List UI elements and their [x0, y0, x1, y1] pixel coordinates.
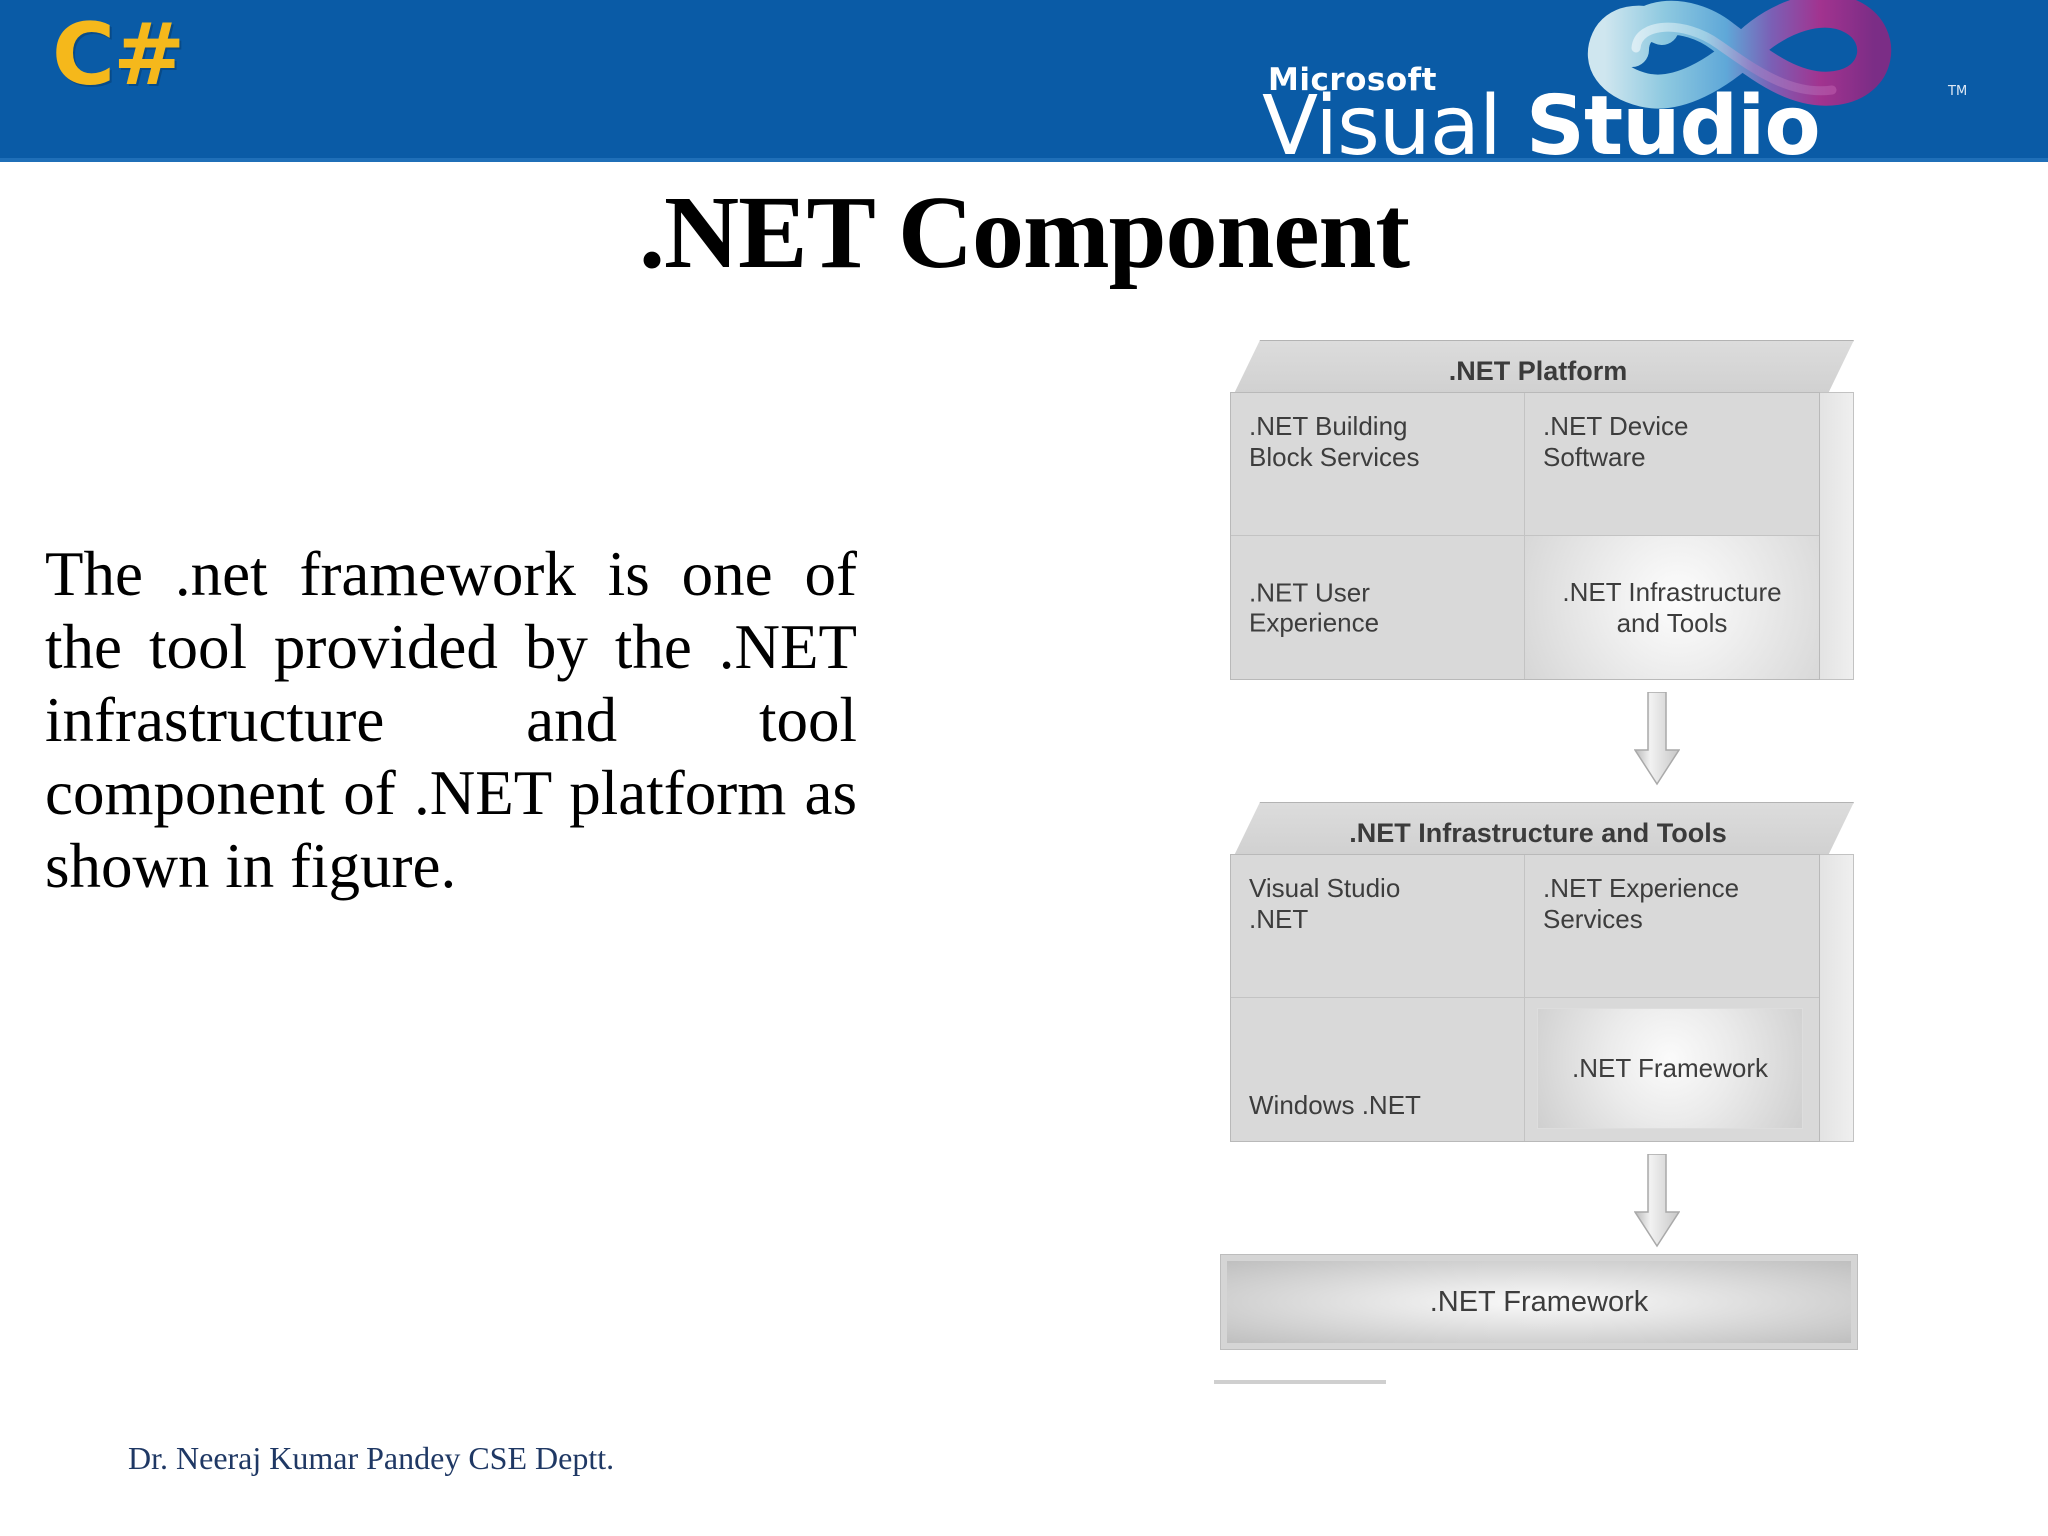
- diagram-box-net-infrastructure-and-tools: .NET Infrastructure and Tools Visual Stu…: [1230, 802, 1854, 1152]
- cell-net-framework-inset: .NET Framework: [1525, 998, 1819, 1141]
- header-band: C#: [0, 0, 2048, 162]
- arrow-platform-to-infrastructure: [1634, 692, 1680, 786]
- cell-visual-studio-net: Visual Studio.NET: [1231, 855, 1525, 998]
- csharp-logo: C#: [52, 5, 185, 105]
- visual-studio-logo: Microsoft Visual Studio TM: [1248, 0, 2048, 162]
- box-side-panel: [1820, 392, 1854, 680]
- infinity-icon: [1587, 0, 1892, 109]
- box-lid: .NET Platform: [1230, 340, 1854, 402]
- footer-author: Dr. Neeraj Kumar Pandey CSE Deptt.: [128, 1440, 615, 1476]
- trademark-icon: TM: [1948, 84, 1968, 99]
- decorative-line: [1214, 1380, 1386, 1384]
- cell-label: .NET Framework: [1572, 1053, 1768, 1084]
- cell-label: Visual Studio.NET: [1249, 873, 1401, 934]
- net-framework-panel: .NET Framework: [1537, 1008, 1803, 1129]
- arrow-infrastructure-to-framework: [1634, 1154, 1680, 1248]
- box-side-panel: [1820, 854, 1854, 1142]
- visual-word: Visual: [1262, 79, 1502, 163]
- bar-inner: .NET Framework: [1227, 1261, 1851, 1343]
- cell-label: Windows .NET: [1249, 1090, 1421, 1121]
- cell-windows-net: Windows .NET: [1231, 998, 1525, 1141]
- visual-studio-wordmark: Visual Studio: [1262, 86, 1821, 163]
- box-title: .NET Platform: [1448, 355, 1628, 386]
- page-title: .NET Component: [638, 175, 1410, 290]
- box-lid: .NET Infrastructure and Tools: [1230, 802, 1854, 864]
- bar-label: .NET Framework: [1429, 1285, 1649, 1318]
- diagram-bar-net-framework: .NET Framework: [1220, 1254, 1858, 1350]
- body-paragraph: The .net framework is one of the tool pr…: [45, 539, 857, 902]
- studio-word: Studio: [1525, 79, 1821, 163]
- microsoft-wordmark: Microsoft: [1268, 62, 1437, 98]
- box-title: .NET Infrastructure and Tools: [1349, 817, 1727, 848]
